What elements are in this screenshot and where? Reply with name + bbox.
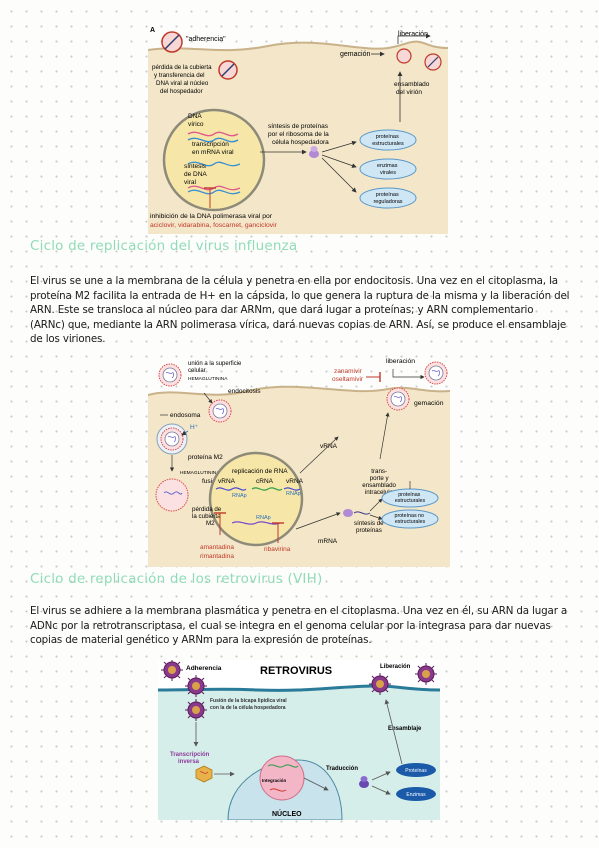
box-enzimas-virales <box>359 158 417 180</box>
label-hemaglutinina-2: HEMAGLUTININA <box>180 470 220 476</box>
label-vrna-top: vRNA <box>320 443 338 450</box>
svg-text:enzimas virales: enzimas virales <box>377 163 399 176</box>
hiv-virus-icon <box>184 674 208 698</box>
box-proteinas <box>396 763 436 777</box>
label-fusion: fusión <box>202 478 220 485</box>
released-virus-icon <box>424 53 442 71</box>
label-proteina-m2: proteína M2 <box>188 454 223 461</box>
released-virus-icon <box>414 662 438 686</box>
label-sintesis-proteinas: síntesis de proteínas por el ribosoma de… <box>268 123 331 146</box>
label-fusion: Fusión de la bicapa lipídica viral con l… <box>210 698 288 711</box>
label-endocitosis: endocitosis <box>228 388 261 395</box>
budding-virus-icon <box>396 48 412 64</box>
virus-icon <box>161 31 183 53</box>
released-virus-icon <box>424 361 448 385</box>
label-liberacion: liberación <box>398 31 428 38</box>
figure-dna-virus-cycle: A "adherencia" pérdida de la cubierta y … <box>148 27 448 234</box>
label-vrna-right: vRNA <box>286 478 304 485</box>
ribosome-icon <box>343 509 371 517</box>
cell-cytoplasm <box>158 686 440 820</box>
svg-text:proteínas reguladoras: proteínas reguladoras <box>373 192 402 205</box>
label-sintesis-dna: síntesis de DNA viral <box>184 163 208 186</box>
label-liberacion: liberación <box>386 358 415 365</box>
fusion-virus-icon <box>155 478 189 512</box>
nucleus <box>162 108 266 212</box>
cell-membrane <box>158 684 440 692</box>
budding-virus-icon <box>386 387 410 411</box>
label-rimantadina: rimantadina <box>200 553 234 560</box>
label-perdida: pérdida de la cubierta y transferencia d… <box>152 64 213 95</box>
label-ensamblaje: Ensamblaje <box>388 726 422 732</box>
capsid-icon <box>195 765 213 783</box>
nucleus <box>208 451 304 547</box>
label-proteinas: Proteínas <box>405 768 427 774</box>
label-replicacion: replicación de RNA <box>232 468 288 475</box>
label-union: unión a la superficie celular <box>188 361 243 374</box>
label-rnap-1: RNAp <box>232 493 247 499</box>
label-rnap-2: RNAp <box>286 491 301 497</box>
label-integracion: Integración <box>262 778 287 783</box>
label-adherencia: "adherencia" <box>186 36 226 43</box>
label-transcripcion: transcripción en mRNA viral <box>192 141 234 156</box>
paragraph-influenza: El virus se une a la membrana de la célu… <box>30 275 570 346</box>
label-adherencia: Adherencia <box>186 665 222 672</box>
label-ribavirina: ribavirina <box>264 546 291 553</box>
label-oseltamivir: oseltamivir <box>332 376 364 383</box>
label-inhibicion: inhibición de la DNA polimerasa viral po… <box>150 213 273 220</box>
box-proteinas-no-estructurales <box>381 509 439 529</box>
label-rnap-3: RNAp <box>256 515 271 521</box>
box-proteinas-reguladoras <box>359 187 417 209</box>
label-endosoma: endosoma <box>170 412 201 419</box>
label-drugs: aciclovir, vidarabina, foscarnet, gancic… <box>150 222 278 229</box>
svg-text:proteínas estructurales: proteínas estructurales <box>372 134 404 147</box>
figure-influenza-cycle: unión a la superficie celular HEMAGLUTIN… <box>148 358 450 567</box>
label-vrna-left: vRNA <box>218 478 236 485</box>
label-perdida: pérdida de la cubierta M2 <box>192 506 223 527</box>
influenza-virus-icon <box>158 363 182 387</box>
label-h-plus: H⁺ <box>190 424 199 431</box>
ribosome-icon <box>309 146 319 158</box>
box-proteinas-estructurales <box>359 129 417 151</box>
influenza-virus-icon <box>208 399 232 423</box>
label-nucleo: NÚCLEO <box>272 809 302 818</box>
label-hemaglutinina-1: HEMAGLUTININA <box>188 376 228 382</box>
ribosome-icon <box>359 776 369 788</box>
label-amantadina: amantadina <box>200 544 234 551</box>
box-enzimas <box>396 787 436 801</box>
label-traduccion: Traducción <box>326 766 358 772</box>
label-ensamblado: ensamblado del virión <box>394 81 431 96</box>
label-liberacion: Liberación <box>380 664 411 670</box>
figure-retrovirus-cycle: Adherencia RETROVIRUS Liberación Fusión … <box>158 660 440 820</box>
label-enzimas: Enzimas <box>406 792 426 798</box>
virus-icon <box>218 60 238 80</box>
label-transporte: trans- porte y ensamblado intracelular <box>362 468 397 496</box>
label-zanamivir: zanamivir <box>334 368 363 375</box>
svg-text:proteínas no estructurales: proteínas no estructurales <box>395 513 426 525</box>
label-title: RETROVIRUS <box>260 665 332 677</box>
label-crna: cRNA <box>256 478 274 485</box>
cell-membrane <box>148 40 448 52</box>
svg-text:proteínas estructurales: proteínas estructurales <box>395 492 426 504</box>
endosome-icon <box>156 423 188 455</box>
figure-marker: A <box>150 27 155 34</box>
label-sintesis: síntesis de proteínas <box>354 520 385 534</box>
label-mrna: mRNA <box>318 538 338 545</box>
label-gemacion: gemación <box>414 400 444 407</box>
fusing-virus-icon <box>184 698 208 722</box>
paragraph-retrovirus: El virus se adhiere a la membrana plasmá… <box>30 605 568 647</box>
budding-virus-icon <box>368 672 392 696</box>
heading-retrovirus: Ciclo de replicación de los retrovirus (… <box>30 571 323 587</box>
cell-membrane <box>148 385 450 396</box>
label-gemacion: gemación <box>340 51 370 58</box>
label-transcripcion: Transcripción inversa <box>170 752 211 765</box>
label-dna: DNA vírico <box>188 113 204 128</box>
heading-influenza: Ciclo de replicación del virus influenza <box>30 238 298 254</box>
